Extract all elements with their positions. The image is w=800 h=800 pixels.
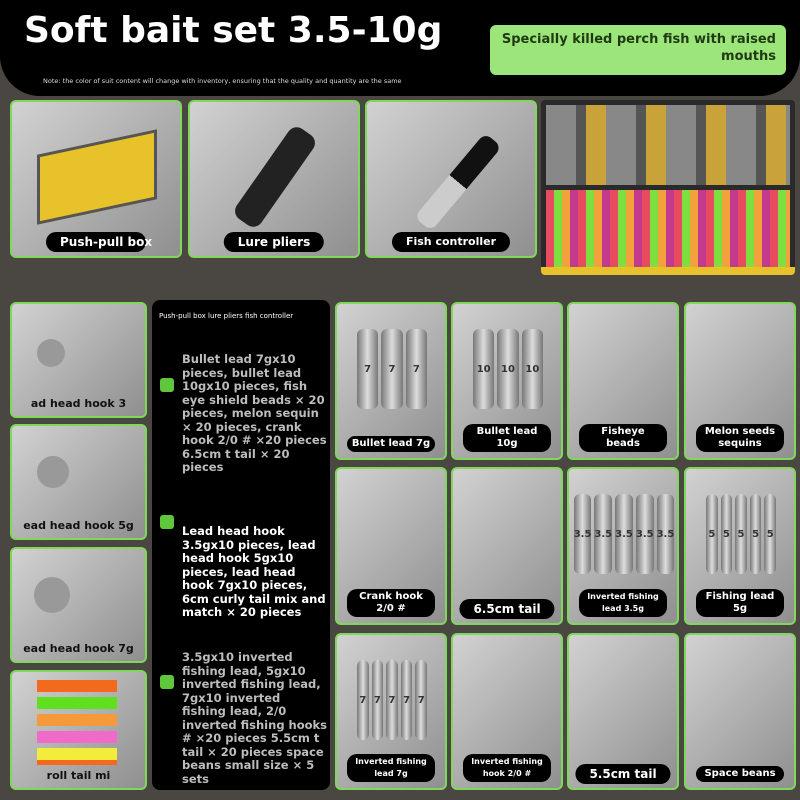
tile-space-beans: Space beans [684,633,796,790]
tile-fish-controller: Fish controller [365,100,537,258]
tile-label: roll tail mi [46,769,111,782]
page-title: Soft bait set 3.5-10g [24,10,443,51]
tile-lead-head-hook-5g: ead head hook 5g [10,424,147,540]
tile-melon-seeds-sequins: Melon seeds sequins [684,302,796,460]
lead-weight: 5 [764,494,776,574]
product-image [706,655,776,745]
jig-head-image [34,577,70,613]
tile-label: 6.5cm tail [459,599,555,619]
product-image [589,655,659,745]
lead-weight: 5 [749,494,762,574]
product-image [706,324,776,414]
lead-weight: 7 [405,329,427,409]
tile-label: Inverted fishing lead 7g [347,754,435,782]
lead-weight: 7 [371,660,384,740]
lead-weight: 5 [735,494,747,574]
tile-label: ead head hook 5g [23,519,134,532]
tile-5-5cm-tail: 5.5cm tail [567,633,679,790]
lead-weight: 7 [400,660,413,740]
tile-fisheye-beads: Fisheye beads [567,302,679,460]
tile-lure-pliers: Lure pliers [188,100,360,258]
box-image [37,129,157,225]
lead-weight: 10 [473,329,495,409]
product-image [357,489,427,579]
tile-label: Bullet lead 7g [347,436,435,452]
tile-label: Inverted fishing hook 2/0 # [463,754,551,782]
tile-label: Space beans [696,766,784,782]
tile-label: Bullet lead 10g [463,424,551,452]
lead-weight: 7 [381,329,403,409]
product-image [473,655,543,745]
feature-badge: Specially killed perch fish with raised … [490,25,786,75]
jig-head-image [37,339,65,367]
lead-weight: 10 [521,329,543,409]
tile-inverted-fishing-hook-2-0-: Inverted fishing hook 2/0 # [451,633,563,790]
tile-label: 5.5cm tail [575,764,671,784]
tile-label: ad head hook 3 [30,397,127,410]
fish-controller-image [414,132,502,232]
product-image [473,489,543,579]
tile-label: Push-pull box [46,232,152,252]
lead-weight: 7 [357,329,379,409]
tile-label: Lure pliers [223,232,325,252]
lead-weight: 3.5 [573,494,592,574]
hardware-compartments [546,105,790,185]
lead-weight: 3.5 [594,494,613,574]
tile-label: Crank hook 2/0 # [347,589,435,617]
contents-panel: Push-pull box lure pliers fish controlle… [152,300,330,790]
inventory-note: Note: the color of suit content will cha… [43,77,402,85]
lead-weight: 3.5 [635,494,654,574]
panel-heading: Push-pull box lure pliers fish controlle… [159,312,294,320]
header-banner: Soft bait set 3.5-10g Specially killed p… [0,0,800,96]
contents-block-3: 3.5gx10 inverted fishing lead, 5gx10 inv… [182,650,328,786]
tile-lead-head-hook-7g: ead head hook 7g [10,547,147,663]
lead-weight: 5 [720,494,733,574]
soft-bait-compartments [546,190,790,268]
box-base [541,267,795,275]
tile-crank-hook-2-0-: Crank hook 2/0 # [335,467,447,625]
lead-weight: 10 [497,329,519,409]
lead-weight: 7 [386,660,398,740]
tile-label: Inverted fishing lead 3.5g [579,589,667,617]
lead-weight: 3.5 [656,494,675,574]
lead-weight: 7 [357,660,369,740]
tile-label: Fishing lead 5g [696,589,784,617]
tile-label: ead head hook 7g [23,642,134,655]
bass-icon [160,378,174,392]
tile-lead-head-hook-3-5g: ad head hook 3 [10,302,147,418]
jig-head-image [37,456,69,488]
tile-6-5cm-tail: 6.5cm tail [451,467,563,625]
pliers-image [231,123,319,231]
full-set-photo [541,100,795,275]
lead-weight: 5 [706,494,718,574]
tile-push-pull-box: Push-pull box [10,100,182,258]
lead-weight: 3.5 [615,494,633,574]
fish-icon [160,675,174,689]
tile-label: Melon seeds sequins [696,424,784,452]
contents-block-1: Bullet lead 7gx10 pieces, bullet lead 10… [182,352,327,474]
curl-tail-baits-image [37,680,117,765]
contents-block-2: Lead head hook 3.5gx10 pieces, lead head… [182,524,326,619]
tile-curl-tail-mix: roll tail mi [10,670,147,790]
tile-label: Fisheye beads [579,424,667,452]
product-image [589,324,659,414]
lead-weight: 7 [415,660,427,740]
perch-icon [160,515,174,529]
tile-label: Fish controller [391,232,511,252]
